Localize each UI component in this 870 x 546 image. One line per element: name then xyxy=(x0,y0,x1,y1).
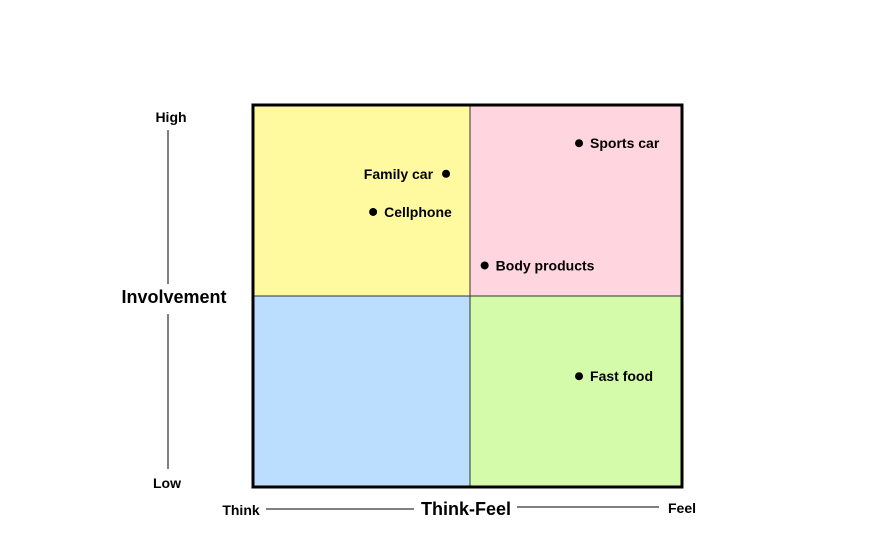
point-marker-body-products xyxy=(480,261,489,270)
y-axis-low-label: Low xyxy=(153,475,181,491)
point-label-body-products: Body products xyxy=(496,257,595,273)
x-axis-low-label: Think xyxy=(222,502,260,518)
x-axis-high-label: Feel xyxy=(668,500,696,516)
point-marker-cellphone xyxy=(369,207,378,216)
quadrant-backgrounds xyxy=(253,105,682,487)
point-label-fast-food: Fast food xyxy=(590,368,653,384)
y-axis-high-label: High xyxy=(155,109,186,125)
point-label-family-car: Family car xyxy=(364,166,434,182)
point-label-cellphone: Cellphone xyxy=(384,204,452,220)
quadrant-bottom-right xyxy=(470,296,682,487)
point-label-sports-car: Sports car xyxy=(590,135,660,151)
point-marker-sports-car xyxy=(575,139,584,148)
quadrant-top-right xyxy=(470,105,682,296)
x-axis-title: Think-Feel xyxy=(421,499,511,519)
point-marker-family-car xyxy=(442,169,451,178)
y-axis-title: Involvement xyxy=(121,287,226,307)
quadrant-top-left xyxy=(253,105,470,296)
point-marker-fast-food xyxy=(575,372,584,381)
plot-border xyxy=(251,103,684,489)
quadrant-bottom-left xyxy=(253,296,470,487)
